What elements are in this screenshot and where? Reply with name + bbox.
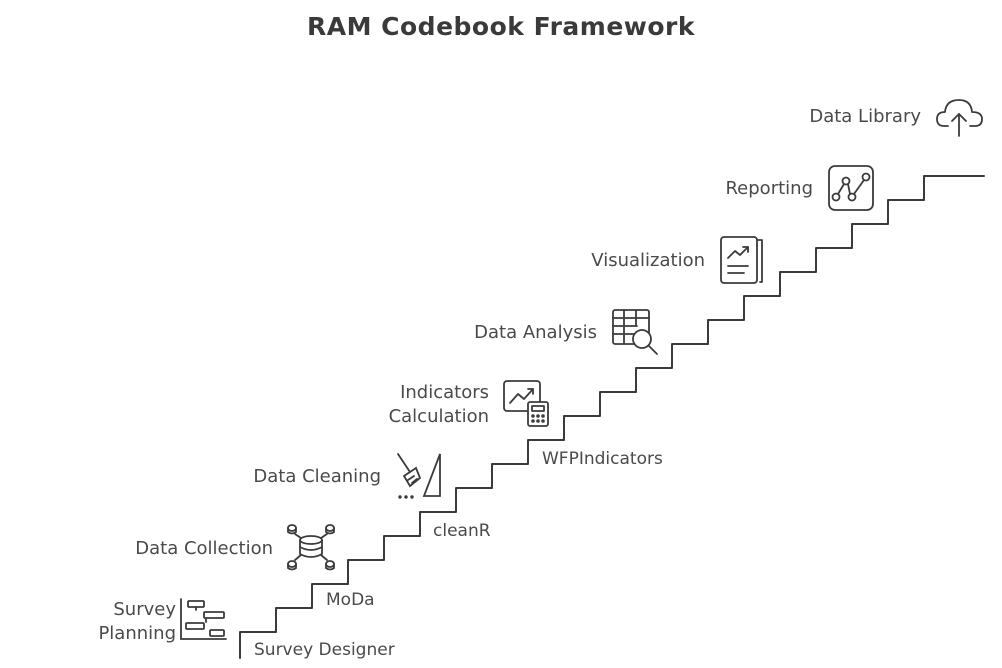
step-label-indicators-calculation: Indicators Calculation bbox=[388, 382, 489, 427]
table-search-icon bbox=[610, 307, 662, 359]
database-network-icon bbox=[284, 522, 338, 574]
tool-label-cleanr: cleanR bbox=[433, 521, 491, 541]
step-label-visualization: Visualization bbox=[591, 250, 705, 271]
gantt-chart-icon bbox=[178, 597, 230, 643]
chart-calculator-icon bbox=[501, 378, 553, 430]
step-label-data-collection: Data Collection bbox=[135, 538, 273, 559]
tool-label-wfpindicators: WFPIndicators bbox=[542, 449, 663, 469]
step-label-reporting: Reporting bbox=[725, 178, 813, 199]
step-label-survey-planning: Survey Planning bbox=[98, 599, 176, 644]
step-label-data-cleaning: Data Cleaning bbox=[253, 466, 381, 487]
tool-label-moda: MoDa bbox=[326, 590, 375, 610]
page-title: RAM Codebook Framework bbox=[306, 12, 696, 41]
step-label-data-analysis: Data Analysis bbox=[474, 322, 597, 343]
line-graph-icon bbox=[826, 163, 876, 213]
tool-label-survey-designer: Survey Designer bbox=[254, 640, 395, 660]
broom-icon bbox=[394, 450, 444, 502]
report-chart-icon bbox=[718, 234, 770, 288]
step-label-data-library: Data Library bbox=[809, 106, 921, 127]
cloud-upload-icon bbox=[934, 94, 986, 140]
